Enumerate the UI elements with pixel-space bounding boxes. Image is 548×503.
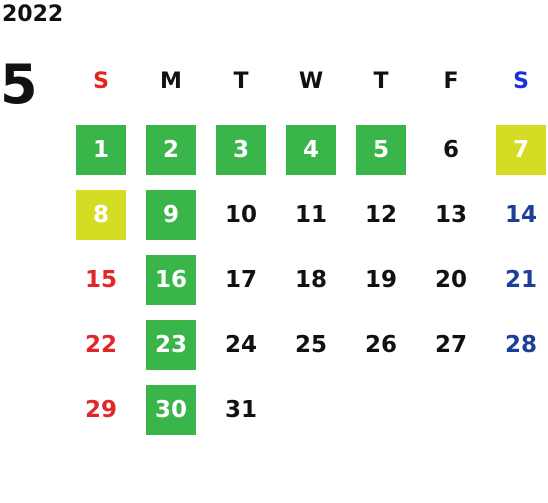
day-cell-12: 12 xyxy=(364,202,397,228)
day-cell-26: 26 xyxy=(364,332,397,358)
day-cell-10: 10 xyxy=(224,202,257,228)
day-cell-11: 11 xyxy=(294,202,327,228)
day-cell-19: 19 xyxy=(364,267,397,293)
day-cell-23: 23 xyxy=(146,320,196,370)
day-cell-2: 2 xyxy=(146,125,196,175)
weekday-header: T xyxy=(233,68,249,94)
weekday-header: F xyxy=(443,68,459,94)
day-cell-13: 13 xyxy=(434,202,467,228)
day-cell-14: 14 xyxy=(504,202,537,228)
day-cell-24: 24 xyxy=(224,332,257,358)
day-cell-8: 8 xyxy=(76,190,126,240)
day-cell-6: 6 xyxy=(442,137,459,163)
day-cell-25: 25 xyxy=(294,332,327,358)
weekday-header: W xyxy=(298,68,324,94)
day-cell-31: 31 xyxy=(224,397,257,423)
weekday-header: S xyxy=(93,68,109,94)
day-cell-17: 17 xyxy=(224,267,257,293)
year-label: 2022 xyxy=(2,2,64,27)
day-cell-27: 27 xyxy=(434,332,467,358)
day-cell-29: 29 xyxy=(84,397,117,423)
day-cell-15: 15 xyxy=(84,267,117,293)
day-cell-21: 21 xyxy=(504,267,537,293)
day-cell-30: 30 xyxy=(146,385,196,435)
day-cell-7: 7 xyxy=(496,125,546,175)
day-cell-22: 22 xyxy=(84,332,117,358)
day-cell-5: 5 xyxy=(356,125,406,175)
day-cell-28: 28 xyxy=(504,332,537,358)
day-cell-20: 20 xyxy=(434,267,467,293)
day-cell-16: 16 xyxy=(146,255,196,305)
weekday-header: M xyxy=(160,68,182,94)
weekday-header: T xyxy=(373,68,389,94)
day-cell-3: 3 xyxy=(216,125,266,175)
day-cell-4: 4 xyxy=(286,125,336,175)
day-cell-18: 18 xyxy=(294,267,327,293)
weekday-header: S xyxy=(513,68,529,94)
day-cell-1: 1 xyxy=(76,125,126,175)
month-number: 5 xyxy=(0,53,38,116)
day-cell-9: 9 xyxy=(146,190,196,240)
